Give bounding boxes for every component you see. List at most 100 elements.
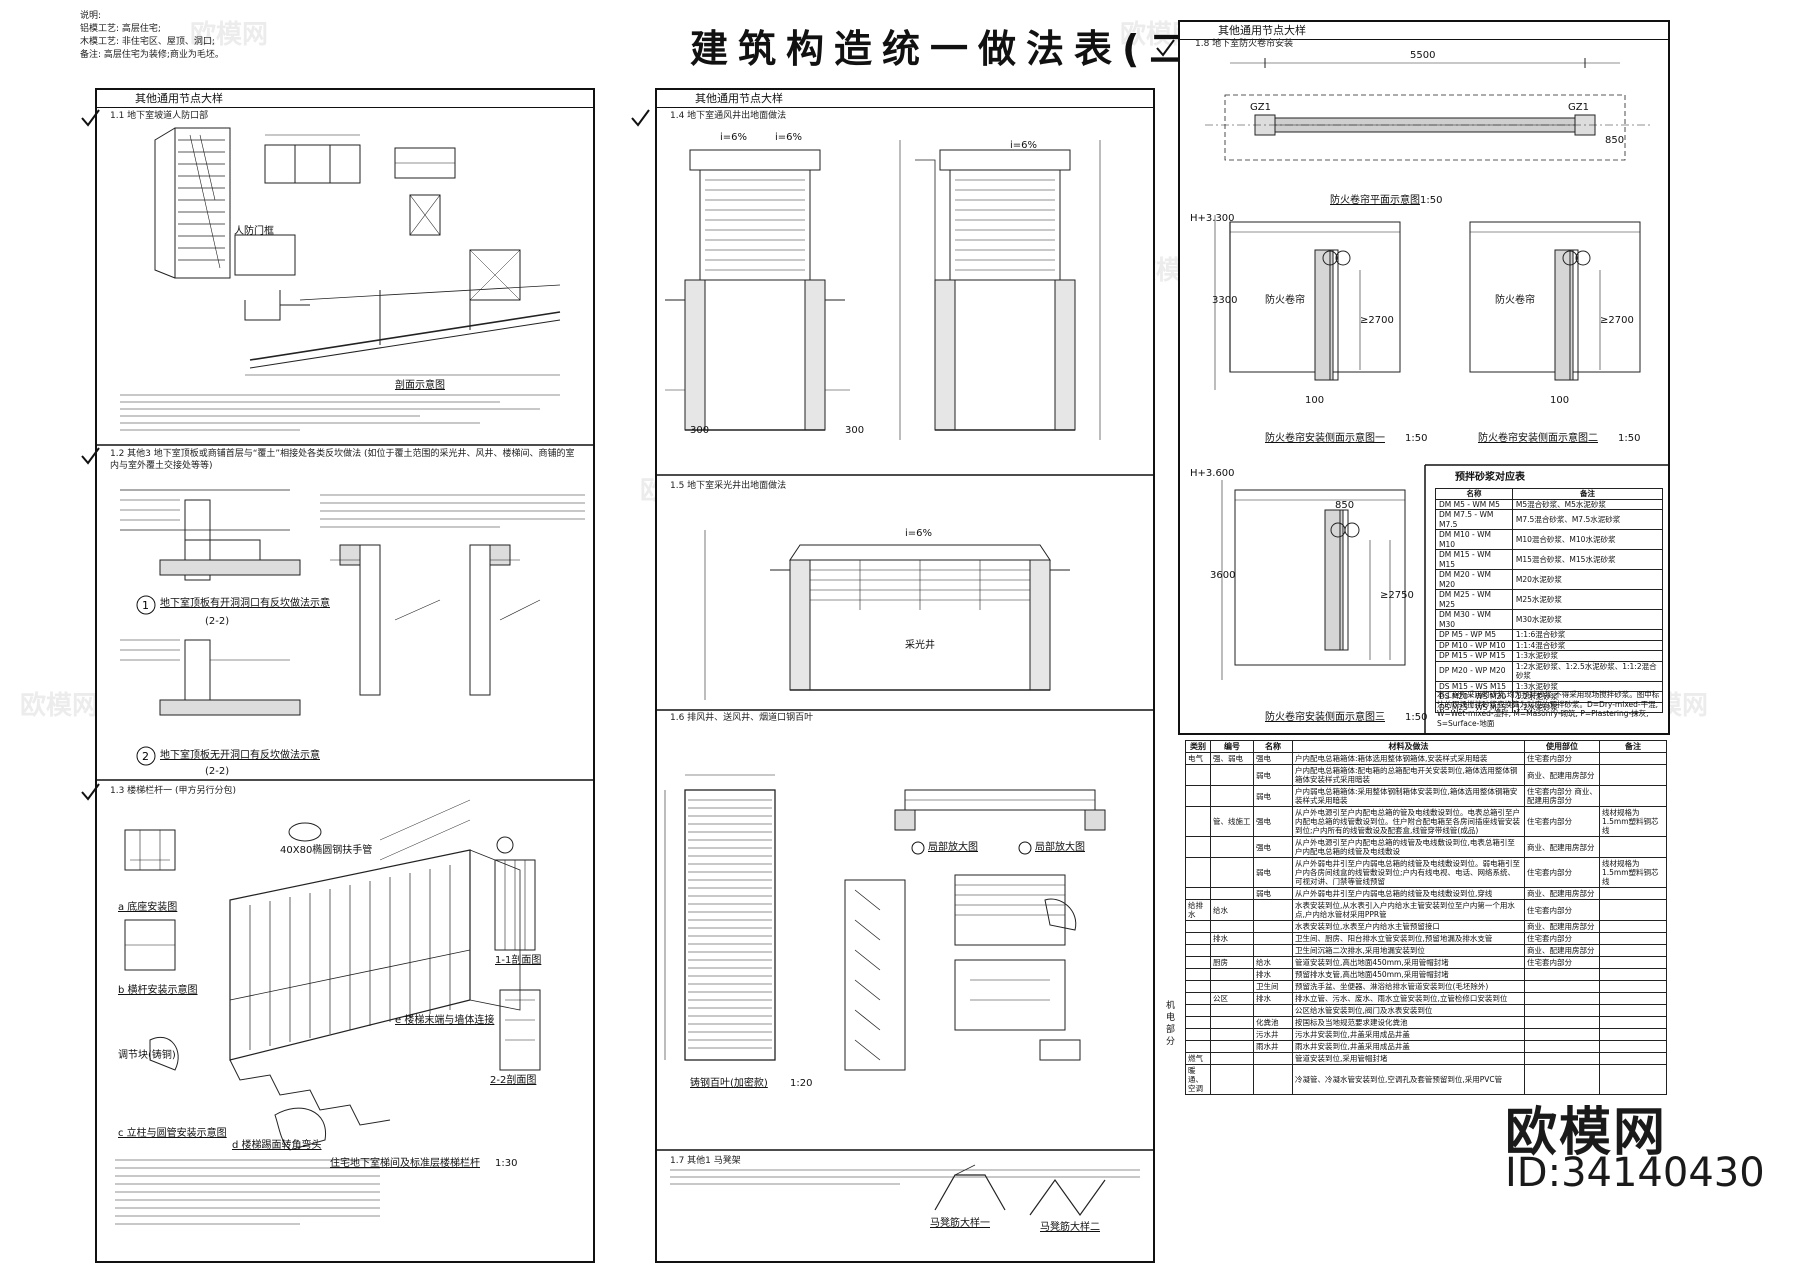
table-cell: [1524, 980, 1600, 993]
shutter-plan-caption: 防火卷帘平面示意图: [1330, 195, 1420, 206]
stool-1-caption: 马凳筋大样一: [930, 1218, 990, 1229]
check-mark-icon: [81, 783, 100, 801]
table-cell: [1253, 1004, 1293, 1017]
mix-cell: DP M5 - WP M5: [1435, 629, 1513, 641]
table-cell: [1185, 1016, 1211, 1029]
rail-detail-e: e 楼梯末端与墙体连接: [395, 1015, 495, 1026]
dim-3300: 3300: [1212, 295, 1238, 306]
mix-cell: 1:1:4混合砂浆: [1511, 639, 1664, 651]
table-cell: [1185, 956, 1211, 969]
mix-table-note: 本工程所采用的砂浆,均为预拌砂浆,不得采用现场搅拌砂浆。图中标注的现场搅拌砂浆应…: [1437, 690, 1660, 728]
table-cell: [1210, 764, 1254, 786]
table-cell: 管道安装到位,高出地面450mm,采用管帽封堵: [1292, 956, 1525, 969]
table-row: 污水井污水井安装到位,井盖采用成品井盖: [1185, 1028, 1667, 1041]
table-cell: 污水井: [1253, 1028, 1293, 1041]
table-cell: [1253, 1052, 1293, 1065]
dim-slope: i=6%: [775, 132, 803, 143]
mix-cell: M15混合砂浆、M15水泥砂浆: [1511, 549, 1664, 570]
table-cell: 商业、配建用房部分: [1524, 944, 1600, 957]
table-cell: [1599, 956, 1667, 969]
table-cell: 电气: [1185, 752, 1211, 765]
table-cell: 卫生间沉箱二次排水,采用地漏安装到位: [1292, 944, 1525, 957]
table-row: 化粪池按国标及当地规范要求建设化粪池: [1185, 1016, 1667, 1029]
table-cell: [1210, 785, 1254, 807]
shutter-sec2-scale: 1:50: [1618, 433, 1641, 444]
table-cell: [1599, 752, 1667, 765]
table-cell: 厨房: [1210, 956, 1254, 969]
mix-cell: M5混合砂浆、M5水泥砂浆: [1511, 498, 1664, 510]
rail-detail-a: a 底座安装图: [118, 902, 178, 913]
dim-slope: i=6%: [1010, 140, 1038, 151]
table-cell: [1210, 1040, 1254, 1053]
rail-detail-d: d 楼梯踢面转角弯头: [232, 1140, 322, 1151]
check-mark-icon: [631, 109, 650, 127]
gz1-label: GZ1: [1250, 102, 1271, 113]
table-cell: 商业、配建用房部分: [1524, 836, 1600, 858]
table-cell: 暖通、空调: [1185, 1064, 1211, 1095]
table-row: 暖通、空调冷凝管、冷凝水管安装到位,空调孔及套管预留到位,采用PVC管: [1185, 1064, 1667, 1095]
table-cell: [1253, 920, 1293, 933]
table-cell: [1599, 944, 1667, 957]
shutter-sec3-scale: 1:50: [1405, 712, 1428, 723]
section-label: 1.1 地下室坡道人防口部: [110, 111, 209, 121]
table-cell: 排水: [1253, 968, 1293, 981]
dim-3600: 3600: [1210, 570, 1236, 581]
table-cell: [1253, 932, 1293, 945]
rail-section-11: 1-1剖面图: [495, 955, 542, 966]
section-label: 1.2 其他3 地下室顶板或商铺首层与“覆土”相接处各类反坎做法 (如位于覆土范…: [110, 449, 575, 471]
table-cell: 强电: [1253, 836, 1293, 858]
table-cell: [1185, 1004, 1211, 1017]
curb-fig2-caption: 地下室顶板无开洞口有反坎做法示意: [160, 750, 320, 761]
mix-head: 名称: [1435, 488, 1513, 500]
table-cell: [1524, 1064, 1600, 1095]
table-cell: [1185, 887, 1211, 900]
table-cell: [1210, 1064, 1254, 1095]
table-cell: 给排水: [1185, 899, 1211, 921]
mix-cell: M10混合砂浆、M10水泥砂浆: [1511, 529, 1664, 550]
table-cell: [1599, 785, 1667, 807]
stool-2-caption: 马凳筋大样二: [1040, 1222, 1100, 1233]
watermark-brand: 欧模网: [1505, 1103, 1668, 1163]
mix-cell: 1:1:6混合砂浆: [1511, 629, 1664, 641]
table-cell: 水表安装到位,从水表引入户内给水主管安装到位至户内第一个用水点,户内给水管材采用…: [1292, 899, 1525, 921]
table-cell: [1524, 1004, 1600, 1017]
detail-number: 1: [142, 599, 149, 612]
dim-slope: i=6%: [720, 132, 748, 143]
table-row: 强电从户外电源引至户内配电总箱的线管及电线敷设到位,电表总箱引至户内配电总箱的线…: [1185, 836, 1667, 858]
light-well-label: 采光井: [905, 640, 935, 651]
watermark-id: ID:34140430: [1505, 1150, 1765, 1196]
table-cell: [1599, 836, 1667, 858]
table-cell: [1253, 899, 1293, 921]
table-row: 排水预留排水支管,高出地面450mm,采用管帽封堵: [1185, 968, 1667, 981]
panel-header: 其他通用节点大样: [97, 90, 593, 108]
table-cell: [1253, 944, 1293, 957]
mat-head: 材料及做法: [1292, 740, 1525, 753]
left-panel: 其他通用节点大样: [95, 88, 595, 1263]
table-row: 电气强、弱电强电户内配电总箱箱体:箱体选用整体钢箱体,安装样式采用暗装住宅套内部…: [1185, 752, 1667, 765]
table-row: 燃气管道安装到位,采用管帽封堵: [1185, 1052, 1667, 1065]
section-label: 1.3 楼梯栏杆一 (甲方另行分包): [110, 786, 237, 796]
rail-detail-b: b 横杆安装示意图: [118, 985, 198, 996]
table-cell: [1210, 1052, 1254, 1065]
mix-table-title: 预拌砂浆对应表: [1455, 472, 1525, 483]
table-cell: [1185, 1040, 1211, 1053]
table-cell: 商业、配建用房部分: [1524, 764, 1600, 786]
table-cell: 从户外弱电井引至户内弱电总箱的线管及电线敷设到位。弱电箱引至户内各房间线盒的线管…: [1292, 857, 1525, 888]
table-cell: [1210, 836, 1254, 858]
table-cell: [1599, 1040, 1667, 1053]
curb-fig1-caption: 地下室顶板有开洞洞口有反坎做法示意: [160, 598, 330, 609]
rail-detail-c: c 立柱与圆管安装示意图: [118, 1128, 227, 1139]
table-cell: 强电: [1253, 806, 1293, 837]
table-cell: [1185, 992, 1211, 1005]
table-cell: 强、弱电: [1210, 752, 1254, 765]
table-cell: [1599, 1004, 1667, 1017]
shutter-sec3-caption: 防火卷帘安装侧面示意图三: [1265, 712, 1385, 723]
table-cell: [1210, 980, 1254, 993]
